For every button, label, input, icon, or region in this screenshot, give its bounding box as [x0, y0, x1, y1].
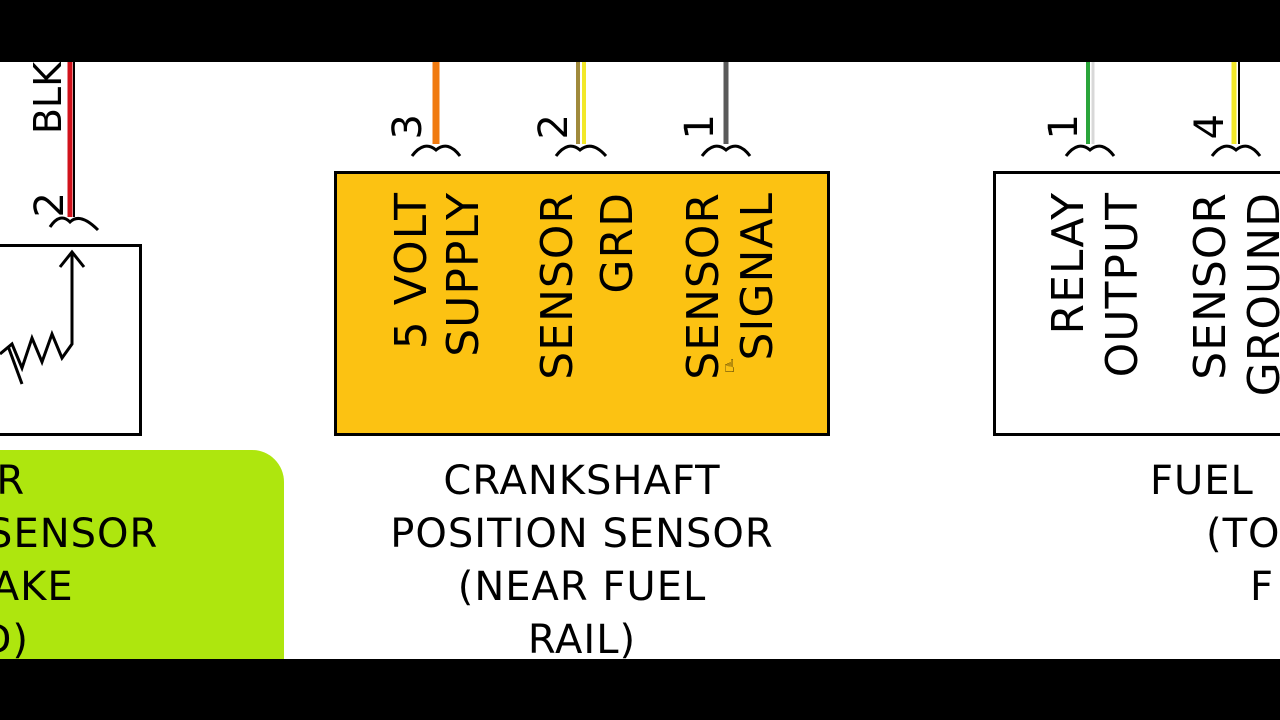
crank-pin-3-number: 3: [385, 114, 431, 140]
caption-line: FUEL: [1150, 458, 1254, 504]
bottom-black-bar: [0, 659, 1280, 720]
wire-layer: [0, 62, 1262, 385]
pin-label-sensor-grd-2: GRD: [592, 192, 643, 294]
caption-line: F INTAKE: [0, 564, 74, 610]
fuel-pin-4-number: 4: [1187, 114, 1233, 140]
pin-label-sensor-signal: SENSOR: [678, 192, 729, 380]
pin-label-line: SIGNAL: [732, 192, 783, 361]
pin-label-sensor-signal-2: SIGNAL: [732, 192, 783, 361]
pin-label-line: GRD: [592, 192, 643, 294]
crankshaft-sensor-box: 5 VOLT SUPPLY SENSOR GRD SENSOR SIGNAL: [334, 171, 830, 436]
crankshaft-sensor-caption: CRANKSHAFT POSITION SENSOR (NEAR FUEL RA…: [334, 455, 830, 659]
pin-label-relay-output-2: OUTPUT: [1097, 192, 1148, 378]
pin-label-sensor-ground: SENSOR: [1185, 192, 1236, 380]
connector-pin-1-symbol: [700, 144, 752, 157]
left-sensor-box: [0, 244, 142, 436]
wiring-diagram: BLK 2 KE AIR URE SENSOR F INTAKE IFOLD) …: [0, 62, 1280, 659]
left-sensor-pin-number: 2: [27, 192, 73, 218]
crank-pin-1-number: 1: [677, 114, 723, 140]
fuel-pin-1-number: 1: [1041, 114, 1087, 140]
connector-fuel-pin-4-symbol: [1210, 144, 1262, 157]
pin-label-line: GROUND: [1239, 192, 1280, 397]
pin-label-line: OUTPUT: [1097, 192, 1148, 378]
caption-line: RAIL): [527, 617, 637, 659]
fuel-component-box: RELAY OUTPUT SENSOR GROUND: [993, 171, 1280, 436]
thermistor-symbol-icon: [0, 294, 74, 373]
pin-label-line: 5 VOLT: [386, 192, 437, 350]
pin-label-line: SENSOR: [678, 192, 729, 380]
caption-line: (NEAR FUEL: [457, 564, 707, 610]
caption-line: CRANKSHAFT: [443, 458, 721, 504]
hand-cursor-icon: ☝: [724, 356, 735, 377]
connector-pin-3-symbol: [410, 144, 462, 157]
pin-label-line: SUPPLY: [438, 192, 489, 357]
left-sensor-caption: KE AIR URE SENSOR F INTAKE IFOLD): [0, 455, 158, 659]
left-connector-symbol: [48, 216, 100, 232]
pin-label-sensor-grd: SENSOR: [532, 192, 583, 380]
sensor-arrow-icon: [58, 249, 86, 294]
pin-label-line: RELAY: [1043, 192, 1094, 335]
caption-line: POSITION SENSOR: [390, 511, 774, 557]
top-black-bar: [0, 0, 1280, 62]
pin-label-line: SENSOR: [532, 192, 583, 380]
pin-label-5-volt-supply-2: SUPPLY: [438, 192, 489, 357]
pin-label-sensor-ground-2: GROUND: [1239, 192, 1280, 397]
caption-line: IFOLD): [0, 617, 29, 659]
wire-color-label: BLK: [26, 62, 70, 135]
crank-pin-2-number: 2: [531, 114, 577, 140]
fuel-component-caption: FUEL (TO F: [1150, 455, 1280, 614]
pin-label-line: SENSOR: [1185, 192, 1236, 380]
left-sensor-caption-panel: [0, 450, 284, 659]
caption-line: (TO: [1206, 511, 1280, 557]
connector-fuel-pin-1-symbol: [1064, 144, 1116, 157]
caption-line: KE AIR: [0, 458, 26, 504]
pin-label-relay-output: RELAY: [1043, 192, 1094, 335]
caption-line: URE SENSOR: [0, 511, 159, 557]
connector-pin-2-symbol: [554, 144, 608, 158]
caption-line: F: [1250, 564, 1275, 610]
pin-label-5-volt-supply: 5 VOLT: [386, 192, 437, 350]
